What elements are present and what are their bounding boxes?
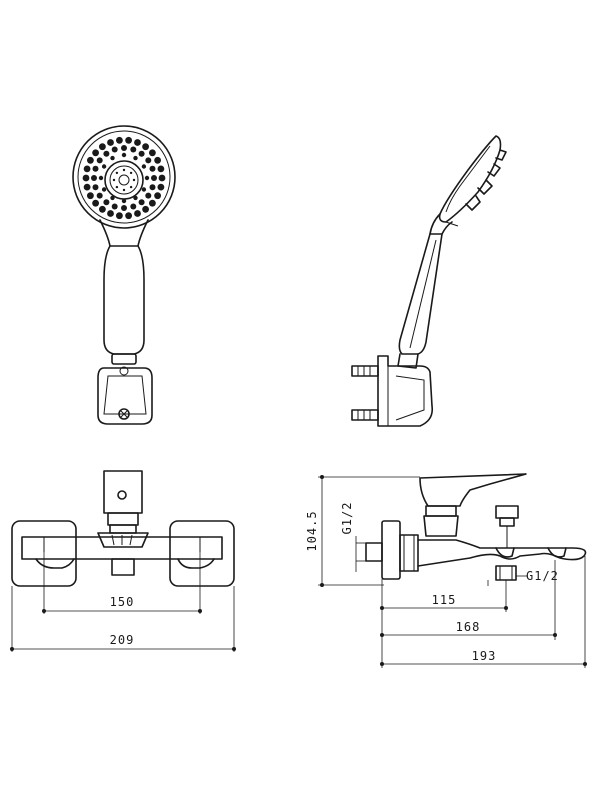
nozzle bbox=[141, 187, 147, 192]
center-nozzle bbox=[122, 188, 126, 192]
dim-thread-top: G1/2 bbox=[340, 502, 354, 535]
nozzle bbox=[92, 184, 99, 191]
nozzle bbox=[141, 164, 147, 169]
nozzle bbox=[99, 143, 106, 151]
nozzle bbox=[101, 187, 107, 192]
center-nozzle bbox=[115, 185, 119, 189]
nozzle bbox=[145, 192, 152, 199]
dim-length-168: 168 bbox=[456, 620, 481, 634]
nozzle bbox=[92, 149, 99, 157]
nozzle bbox=[103, 150, 110, 157]
mixer-front-view bbox=[10, 470, 236, 652]
nozzle bbox=[157, 165, 165, 173]
nozzle bbox=[149, 149, 156, 157]
nozzle bbox=[83, 183, 91, 191]
dim-overall-width: 209 bbox=[110, 633, 135, 647]
nozzle bbox=[125, 212, 132, 220]
center-nozzle bbox=[112, 178, 116, 182]
nozzle bbox=[158, 174, 166, 182]
nozzle bbox=[154, 192, 162, 200]
nozzle bbox=[111, 203, 118, 210]
center-nozzle bbox=[129, 171, 133, 175]
nozzle bbox=[96, 157, 103, 164]
dim-inner-width: 150 bbox=[110, 595, 135, 609]
nozzle bbox=[101, 164, 107, 169]
dim-length-193: 193 bbox=[472, 649, 497, 663]
nozzle bbox=[149, 184, 156, 191]
nozzle bbox=[154, 156, 162, 164]
wall-plug-bottom bbox=[351, 409, 379, 421]
nozzle bbox=[92, 199, 99, 207]
nozzle bbox=[121, 152, 127, 158]
nozzle bbox=[138, 150, 145, 157]
center-nozzle bbox=[129, 185, 133, 189]
nozzle bbox=[121, 145, 127, 151]
nozzle bbox=[96, 192, 103, 199]
nozzle bbox=[116, 212, 123, 220]
dim-height: 104.5 bbox=[305, 510, 319, 551]
nozzle bbox=[82, 174, 90, 182]
nozzle bbox=[92, 165, 99, 172]
center-nozzle bbox=[122, 168, 126, 172]
nozzle bbox=[110, 155, 115, 161]
nozzle bbox=[83, 165, 91, 173]
nozzle bbox=[149, 199, 156, 207]
nozzle bbox=[87, 156, 94, 164]
nozzle bbox=[111, 146, 118, 153]
hand-shower-front-view bbox=[72, 125, 176, 425]
nozzle bbox=[99, 205, 106, 213]
nozzle bbox=[121, 205, 127, 211]
nozzle bbox=[98, 175, 104, 181]
nozzle bbox=[134, 139, 141, 146]
nozzle bbox=[125, 136, 132, 144]
nozzle bbox=[107, 139, 114, 146]
nozzle bbox=[121, 198, 127, 204]
nozzle bbox=[103, 199, 110, 206]
nozzle bbox=[138, 199, 145, 206]
nozzle-pattern bbox=[82, 136, 166, 220]
nozzle bbox=[157, 183, 165, 191]
nozzle bbox=[149, 165, 156, 172]
dim-thread-bottom: G1/2 bbox=[526, 569, 559, 583]
mixer-side-view bbox=[318, 473, 587, 668]
center-nozzle bbox=[132, 178, 136, 182]
nozzle bbox=[130, 146, 137, 153]
nozzle bbox=[133, 155, 138, 161]
nozzle bbox=[142, 205, 150, 213]
nozzle bbox=[87, 192, 94, 200]
nozzle bbox=[145, 157, 152, 164]
nozzle bbox=[107, 210, 114, 217]
nozzle bbox=[116, 136, 123, 144]
nozzle bbox=[91, 175, 97, 181]
nozzle bbox=[130, 203, 137, 210]
nozzle bbox=[134, 210, 141, 217]
nozzle bbox=[142, 143, 150, 151]
dim-length-115: 115 bbox=[432, 593, 457, 607]
hand-shower-side-view bbox=[351, 135, 507, 427]
nozzle bbox=[144, 175, 150, 181]
wall-plug-top bbox=[351, 365, 379, 377]
center-nozzle bbox=[115, 171, 119, 175]
nozzle bbox=[151, 175, 157, 181]
